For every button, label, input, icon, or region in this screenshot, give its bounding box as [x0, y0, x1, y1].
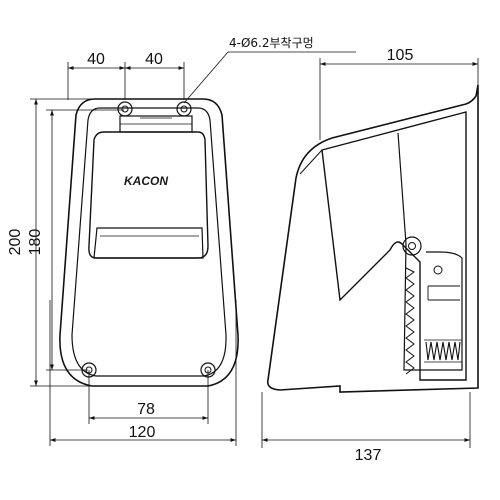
pedal-cover-inner — [93, 227, 204, 259]
hole-note-leader — [183, 51, 229, 104]
brand-logo: KACON — [124, 174, 168, 188]
toothed-rack — [405, 267, 415, 375]
side-pedal — [321, 111, 467, 381]
dim-label-137: 137 — [355, 447, 382, 464]
dim-label-top-right: 40 — [145, 51, 163, 68]
side-view — [266, 84, 479, 393]
mounting-hole-top-right — [176, 101, 192, 117]
front-dimensions — [30, 51, 356, 446]
dim-label-top-left: 40 — [87, 51, 105, 68]
side-housing — [397, 132, 463, 371]
latch-pin — [433, 265, 443, 275]
side-body-outline — [266, 84, 479, 393]
dim-label-105: 105 — [387, 47, 414, 64]
mounting-hole-top-left — [117, 101, 133, 117]
pedal-cover — [88, 131, 209, 259]
dim-label-200: 200 — [7, 229, 24, 256]
dim-label-120: 120 — [129, 424, 156, 441]
side-dimensions — [261, 58, 479, 448]
hole-note: 4-Ø6.2부착구멍 — [229, 36, 314, 50]
return-spring — [425, 341, 461, 361]
dim-label-78: 78 — [137, 401, 155, 418]
pivot-pin — [402, 236, 422, 256]
dim-label-180: 180 — [27, 229, 44, 256]
front-view — [59, 98, 239, 387]
